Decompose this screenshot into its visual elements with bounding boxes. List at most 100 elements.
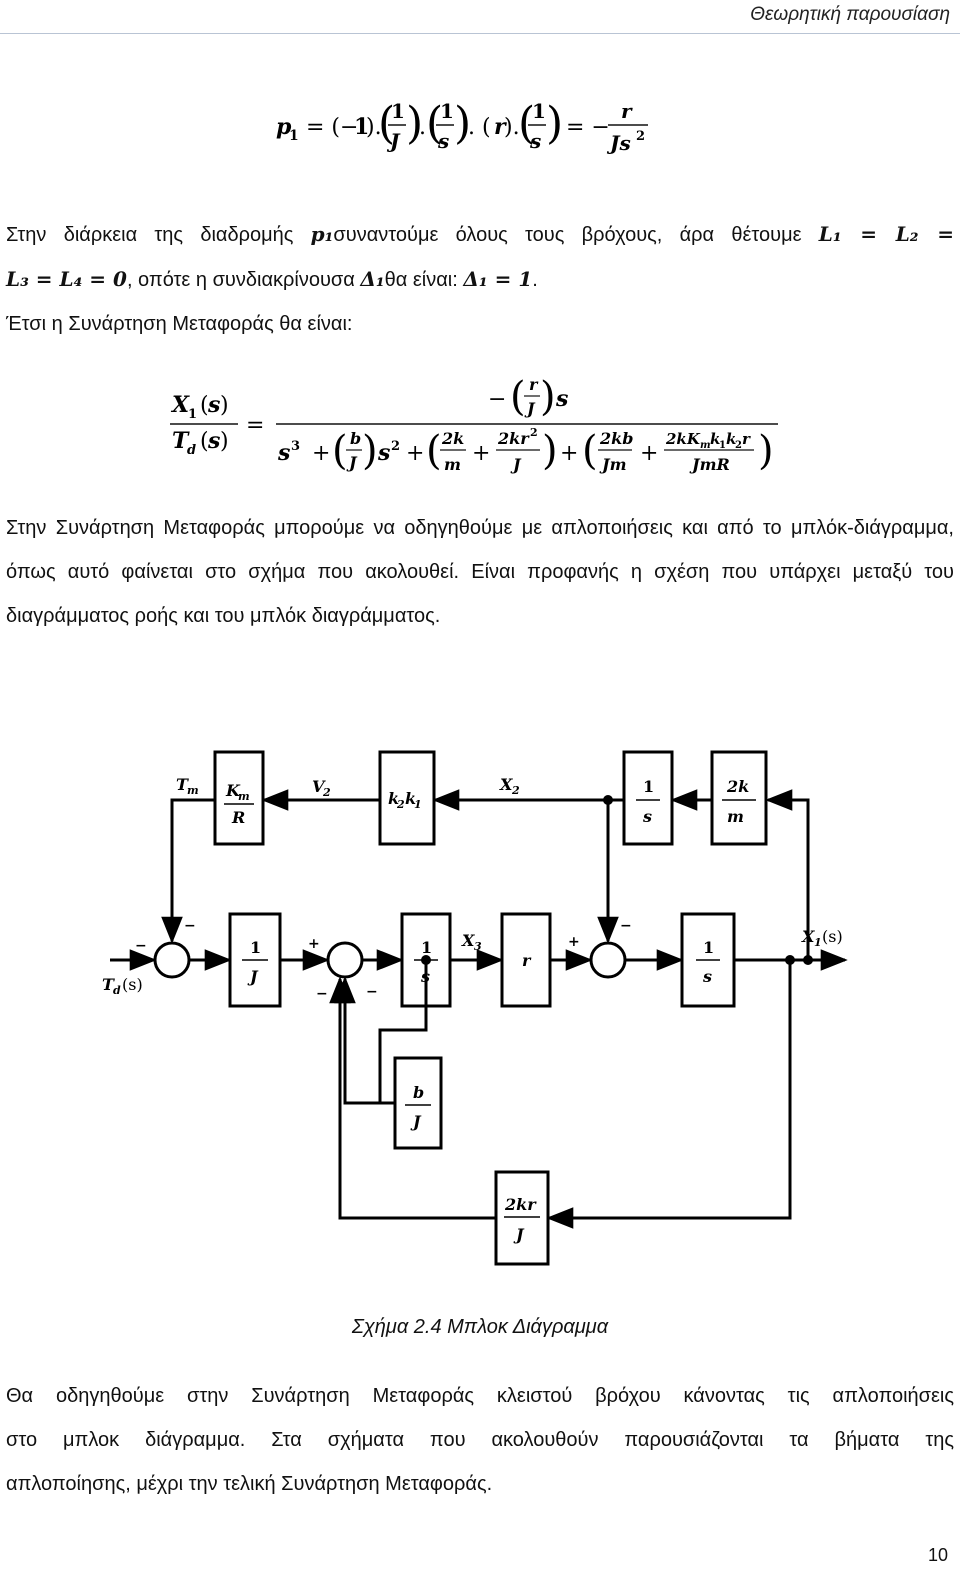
running-header: Θεωρητική παρουσίαση bbox=[750, 4, 950, 25]
svg-text:Js: Js bbox=[606, 131, 631, 155]
svg-text:s: s bbox=[529, 129, 541, 153]
label-v2-sub: 2 bbox=[322, 786, 331, 799]
label-tm: T bbox=[176, 775, 189, 794]
svg-text:): ) bbox=[542, 428, 558, 474]
svg-text:Jm: Jm bbox=[599, 455, 627, 474]
block-k2k1-b: k bbox=[405, 789, 416, 808]
svg-text:1: 1 bbox=[440, 99, 454, 123]
svg-text:m: m bbox=[444, 455, 461, 474]
label-x1s-arg: (s) bbox=[822, 927, 843, 946]
svg-text:2kr: 2kr bbox=[497, 429, 530, 448]
svg-text:(: ( bbox=[518, 98, 535, 149]
svg-text:r: r bbox=[494, 114, 507, 140]
svg-text:J: J bbox=[386, 129, 401, 153]
block-int-top-num: 1 bbox=[643, 777, 654, 796]
label-tds-arg: (s) bbox=[122, 975, 143, 994]
svg-text:J: J bbox=[510, 455, 522, 474]
block-km-num-sub: m bbox=[238, 790, 250, 803]
svg-text:2: 2 bbox=[735, 440, 742, 451]
label-tm-sub: m bbox=[187, 784, 199, 797]
svg-text:r: r bbox=[529, 375, 539, 394]
svg-text:2: 2 bbox=[530, 426, 538, 439]
label-x2-sub: 2 bbox=[511, 784, 520, 797]
math-delta1-value: Δ₁ = 1 bbox=[463, 267, 533, 291]
paragraph-closing: Θα οδηγηθούμε στην Συνάρτηση Μεταφοράς κ… bbox=[6, 1374, 954, 1506]
sum-junction-1 bbox=[153, 941, 191, 979]
sign-minus: − bbox=[620, 918, 632, 934]
sign-minus: − bbox=[135, 938, 147, 954]
block-km-den: R bbox=[231, 808, 245, 827]
svg-text:): ) bbox=[454, 98, 471, 149]
svg-text:1: 1 bbox=[188, 407, 197, 422]
sign-plus: + bbox=[308, 936, 320, 952]
svg-text:1: 1 bbox=[289, 128, 299, 144]
svg-text:+: + bbox=[640, 441, 658, 466]
block-2kr-J bbox=[494, 1170, 550, 1266]
paragraph-closing-line2: στο μπλοκ διάγραμμα. Στα σχήματα που ακο… bbox=[6, 1429, 954, 1451]
block-2krJ-den: J bbox=[513, 1225, 525, 1244]
svg-text:r: r bbox=[621, 99, 633, 123]
svg-text:): ) bbox=[220, 429, 229, 454]
svg-text:r: r bbox=[742, 430, 751, 448]
svg-text:k: k bbox=[726, 430, 736, 448]
svg-text:p: p bbox=[276, 114, 292, 140]
block-1J-den: J bbox=[247, 967, 259, 986]
svg-text:(: ( bbox=[378, 98, 395, 149]
block-1J-num: 1 bbox=[250, 938, 261, 957]
block-2k-m bbox=[710, 750, 768, 846]
svg-text:m: m bbox=[700, 440, 711, 451]
block-2krJ-num: 2kr bbox=[504, 1195, 537, 1214]
block-int-out-num: 1 bbox=[703, 938, 714, 957]
block-2k-num: 2k bbox=[726, 777, 749, 796]
label-x1s: X bbox=[801, 927, 815, 946]
block-int-top-den: s bbox=[642, 807, 652, 826]
svg-text:−: − bbox=[488, 387, 506, 412]
page-number: 10 bbox=[927, 1545, 948, 1565]
svg-text:= (−: = (− bbox=[306, 115, 358, 140]
paragraph-closing-line3: απλοποίησης, μέχρι την τελική Συνάρτηση … bbox=[6, 1473, 493, 1495]
svg-text:(: ( bbox=[426, 98, 443, 149]
svg-text:2: 2 bbox=[391, 439, 400, 454]
branch-point bbox=[785, 955, 795, 965]
text-span: συναντούμε όλους τους βρόχους, άρα θέτου… bbox=[333, 224, 819, 246]
svg-text:): ) bbox=[540, 374, 556, 420]
svg-text:+: + bbox=[312, 441, 330, 466]
svg-text:J: J bbox=[346, 453, 358, 472]
label-x1s-sub: 1 bbox=[814, 936, 822, 949]
svg-text:2kb: 2kb bbox=[599, 429, 633, 448]
svg-text:. (: . ( bbox=[468, 115, 491, 140]
svg-text:T: T bbox=[172, 428, 190, 454]
block-bJ-num: b bbox=[413, 1083, 424, 1102]
math-delta1: Δ₁ bbox=[360, 267, 385, 291]
label-x2: X bbox=[499, 775, 513, 794]
svg-text:+: + bbox=[406, 441, 424, 466]
block-int-mid-num: 1 bbox=[421, 938, 432, 957]
svg-text:1: 1 bbox=[532, 99, 546, 123]
svg-text:3: 3 bbox=[291, 439, 300, 454]
equation-p1-svg: p 1 = (− 1 ). ( 1 J ) . ( 1 s ) . ( r ).… bbox=[276, 98, 648, 155]
svg-text:): ) bbox=[406, 98, 423, 149]
label-v2: V bbox=[312, 777, 326, 796]
paragraph-loops-line1: Στην διάρκεια της διαδρομής p₁συναντούμε… bbox=[6, 212, 954, 257]
label-tds-sub: d bbox=[113, 984, 121, 997]
label-x3: X bbox=[461, 931, 475, 950]
svg-text:1: 1 bbox=[719, 440, 726, 451]
block-k2k1-a: k bbox=[388, 789, 399, 808]
sign-plus: + bbox=[568, 934, 580, 950]
sign-minus: − bbox=[366, 984, 378, 1000]
svg-text:(: ( bbox=[426, 428, 442, 474]
svg-text:= −: = − bbox=[566, 115, 610, 140]
block-2k-den: m bbox=[727, 807, 744, 826]
label-x3-sub: 3 bbox=[474, 940, 482, 953]
svg-text:2kK: 2kK bbox=[665, 430, 701, 448]
sum-junction-3 bbox=[589, 941, 627, 979]
block-int-mid-den: s bbox=[420, 967, 430, 986]
paragraph-closing-line1: Θα οδηγηθούμε στην Συνάρτηση Μεταφοράς κ… bbox=[6, 1385, 954, 1407]
svg-text:+: + bbox=[472, 441, 490, 466]
svg-text:): ) bbox=[362, 428, 378, 474]
text-span: , οπότε η συνδιακρίνουσα bbox=[126, 269, 361, 291]
block-int-top bbox=[622, 750, 674, 846]
math-p1: p₁ bbox=[310, 222, 334, 246]
svg-text:k: k bbox=[710, 430, 720, 448]
svg-text:(: ( bbox=[200, 393, 209, 418]
